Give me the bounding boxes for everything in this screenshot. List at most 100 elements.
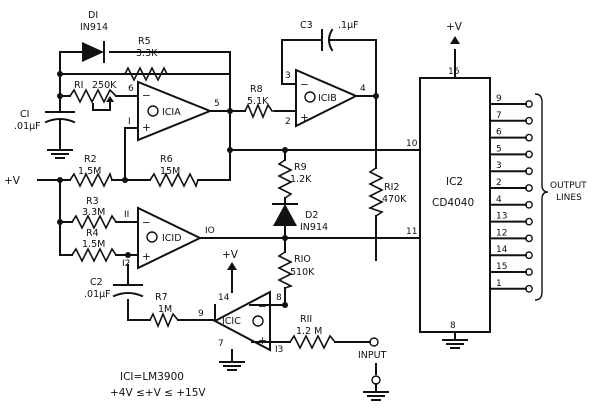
d1-value: IN914 xyxy=(80,22,108,33)
resistor-r1: RI 250K xyxy=(69,80,117,111)
r7-value: 1M xyxy=(158,304,172,315)
c1-ref: CI xyxy=(20,109,29,120)
output-pin-number: 13 xyxy=(496,212,507,222)
output-terminal-9 xyxy=(525,100,533,108)
capacitor-c2: C2 .01µF xyxy=(84,277,144,300)
r8-value: 5.1K xyxy=(247,96,269,107)
svg-text:8: 8 xyxy=(276,293,282,303)
c1-value: .01µF xyxy=(14,121,41,132)
note-ic1-part: ICI=LM3900 xyxy=(120,371,184,383)
output-pin-number: 15 xyxy=(496,262,507,272)
notes: ICI=LM3900 +4V ≤+V ≤ +15V xyxy=(110,371,206,399)
r1-ref: RI xyxy=(74,80,83,91)
plus-v-label-ic1c: +V xyxy=(222,249,239,261)
r4-ref: R4 xyxy=(86,228,99,239)
output-pin-number: 5 xyxy=(496,144,502,154)
diode-d2: D2 IN914 xyxy=(272,203,328,233)
output-pin-number: 6 xyxy=(496,128,502,138)
capacitor-c1: CI .01µF xyxy=(14,109,76,159)
resistor-r5: R5 3.3K xyxy=(124,36,168,82)
r6-ref: R6 xyxy=(160,154,173,165)
svg-text:IO: IO xyxy=(205,226,215,236)
output-pin-number: 4 xyxy=(496,195,502,205)
r7-ref: R7 xyxy=(155,292,168,303)
svg-text:−: − xyxy=(300,79,309,91)
r8-ref: R8 xyxy=(250,84,263,95)
svg-text:I3: I3 xyxy=(275,345,283,355)
r6-value: 15M xyxy=(160,166,180,177)
svg-text:6: 6 xyxy=(128,84,134,94)
output-terminal-4 xyxy=(525,200,533,209)
svg-text:+: + xyxy=(258,335,267,347)
output-pin-number: 2 xyxy=(496,178,502,188)
ic1b-ref: ICIB xyxy=(318,93,337,104)
output-brace: OUTPUT LINES xyxy=(534,93,587,301)
svg-text:3: 3 xyxy=(285,71,291,81)
svg-text:+: + xyxy=(142,251,151,263)
output-terminal-2 xyxy=(525,184,533,192)
svg-text:II: II xyxy=(124,210,129,220)
counter-ic2: IC2 CD4040 16 8 10 11 +V xyxy=(406,21,491,349)
r3-ref: R3 xyxy=(86,196,99,207)
svg-text:2: 2 xyxy=(285,117,291,127)
output-pin-number: 7 xyxy=(496,111,502,121)
svg-text:9: 9 xyxy=(198,309,204,319)
c3-value: .1µF xyxy=(338,20,359,31)
r3-value: 3.3M xyxy=(82,207,105,218)
c2-value: .01µF xyxy=(84,289,111,300)
svg-text:I2: I2 xyxy=(122,259,130,269)
svg-text:11: 11 xyxy=(406,227,417,237)
r5-ref: R5 xyxy=(138,36,151,47)
c3-ref: C3 xyxy=(300,20,313,31)
input-label: INPUT xyxy=(358,350,387,361)
ic2-part: CD4040 xyxy=(432,197,474,209)
svg-text:10: 10 xyxy=(406,139,418,149)
r4-value: 1.5M xyxy=(82,239,105,250)
output-terminal-6 xyxy=(525,133,533,142)
d2-value: IN914 xyxy=(300,222,328,233)
opamp-ic1b: − + ICIB 3 2 4 xyxy=(285,68,366,128)
opamp-ic1c: − + ICIC 14 7 9 I3 8 +V xyxy=(198,249,283,371)
svg-text:+: + xyxy=(142,122,151,134)
output-terminal-3 xyxy=(525,167,533,176)
r1-value: 250K xyxy=(92,80,117,91)
r12-ref: RI2 xyxy=(384,182,399,193)
r5-value: 3.3K xyxy=(136,48,158,59)
output-terminal-14 xyxy=(525,251,533,260)
r2-value: 1.5M xyxy=(78,166,101,177)
note-supply-range: +4V ≤+V ≤ +15V xyxy=(110,387,206,399)
d1-ref: DI xyxy=(88,10,98,21)
diode-d1: DI IN914 xyxy=(80,10,108,63)
opamp-ic1a: − + ICIA 6 I 5 xyxy=(128,80,220,142)
svg-text:14: 14 xyxy=(218,293,230,303)
ic1d-ref: ICID xyxy=(162,233,182,244)
d2-ref: D2 xyxy=(305,210,318,221)
capacitor-c3: C3 .1µF xyxy=(300,20,359,52)
resistor-r2: R2 1.5M xyxy=(69,154,113,188)
resistor-r9: R9 1.2K xyxy=(277,159,312,199)
resistor-r11: RII 1.2 M xyxy=(289,314,336,350)
output-pin-number: 9 xyxy=(496,94,502,104)
output-pin-number: 12 xyxy=(496,228,507,238)
output-terminal-13 xyxy=(525,217,533,226)
resistor-r4: R4 1.5M xyxy=(71,228,117,263)
opamp-ic1d: − + ICID II I2 IO xyxy=(122,206,215,270)
resistor-r10: RIO 510K xyxy=(277,251,315,289)
output-lines-word-1: OUTPUT xyxy=(550,181,587,191)
output-terminal-15 xyxy=(525,268,533,276)
ic1c-ref: ICIC xyxy=(222,316,241,327)
r11-value: 1.2 M xyxy=(296,326,322,337)
svg-text:−: − xyxy=(142,217,151,229)
r12-value: 470K xyxy=(382,194,407,205)
r9-value: 1.2K xyxy=(290,174,312,185)
svg-text:4: 4 xyxy=(360,84,366,94)
r10-ref: RIO xyxy=(294,254,311,265)
output-terminal-12 xyxy=(525,234,533,243)
plus-v-label-ic2: +V xyxy=(446,21,463,33)
output-terminal-7 xyxy=(525,116,533,125)
r9-ref: R9 xyxy=(294,162,307,173)
output-lines-word-2: LINES xyxy=(556,193,582,203)
svg-text:5: 5 xyxy=(214,99,220,109)
r10-value: 510K xyxy=(290,267,315,278)
svg-text:8: 8 xyxy=(450,321,456,331)
